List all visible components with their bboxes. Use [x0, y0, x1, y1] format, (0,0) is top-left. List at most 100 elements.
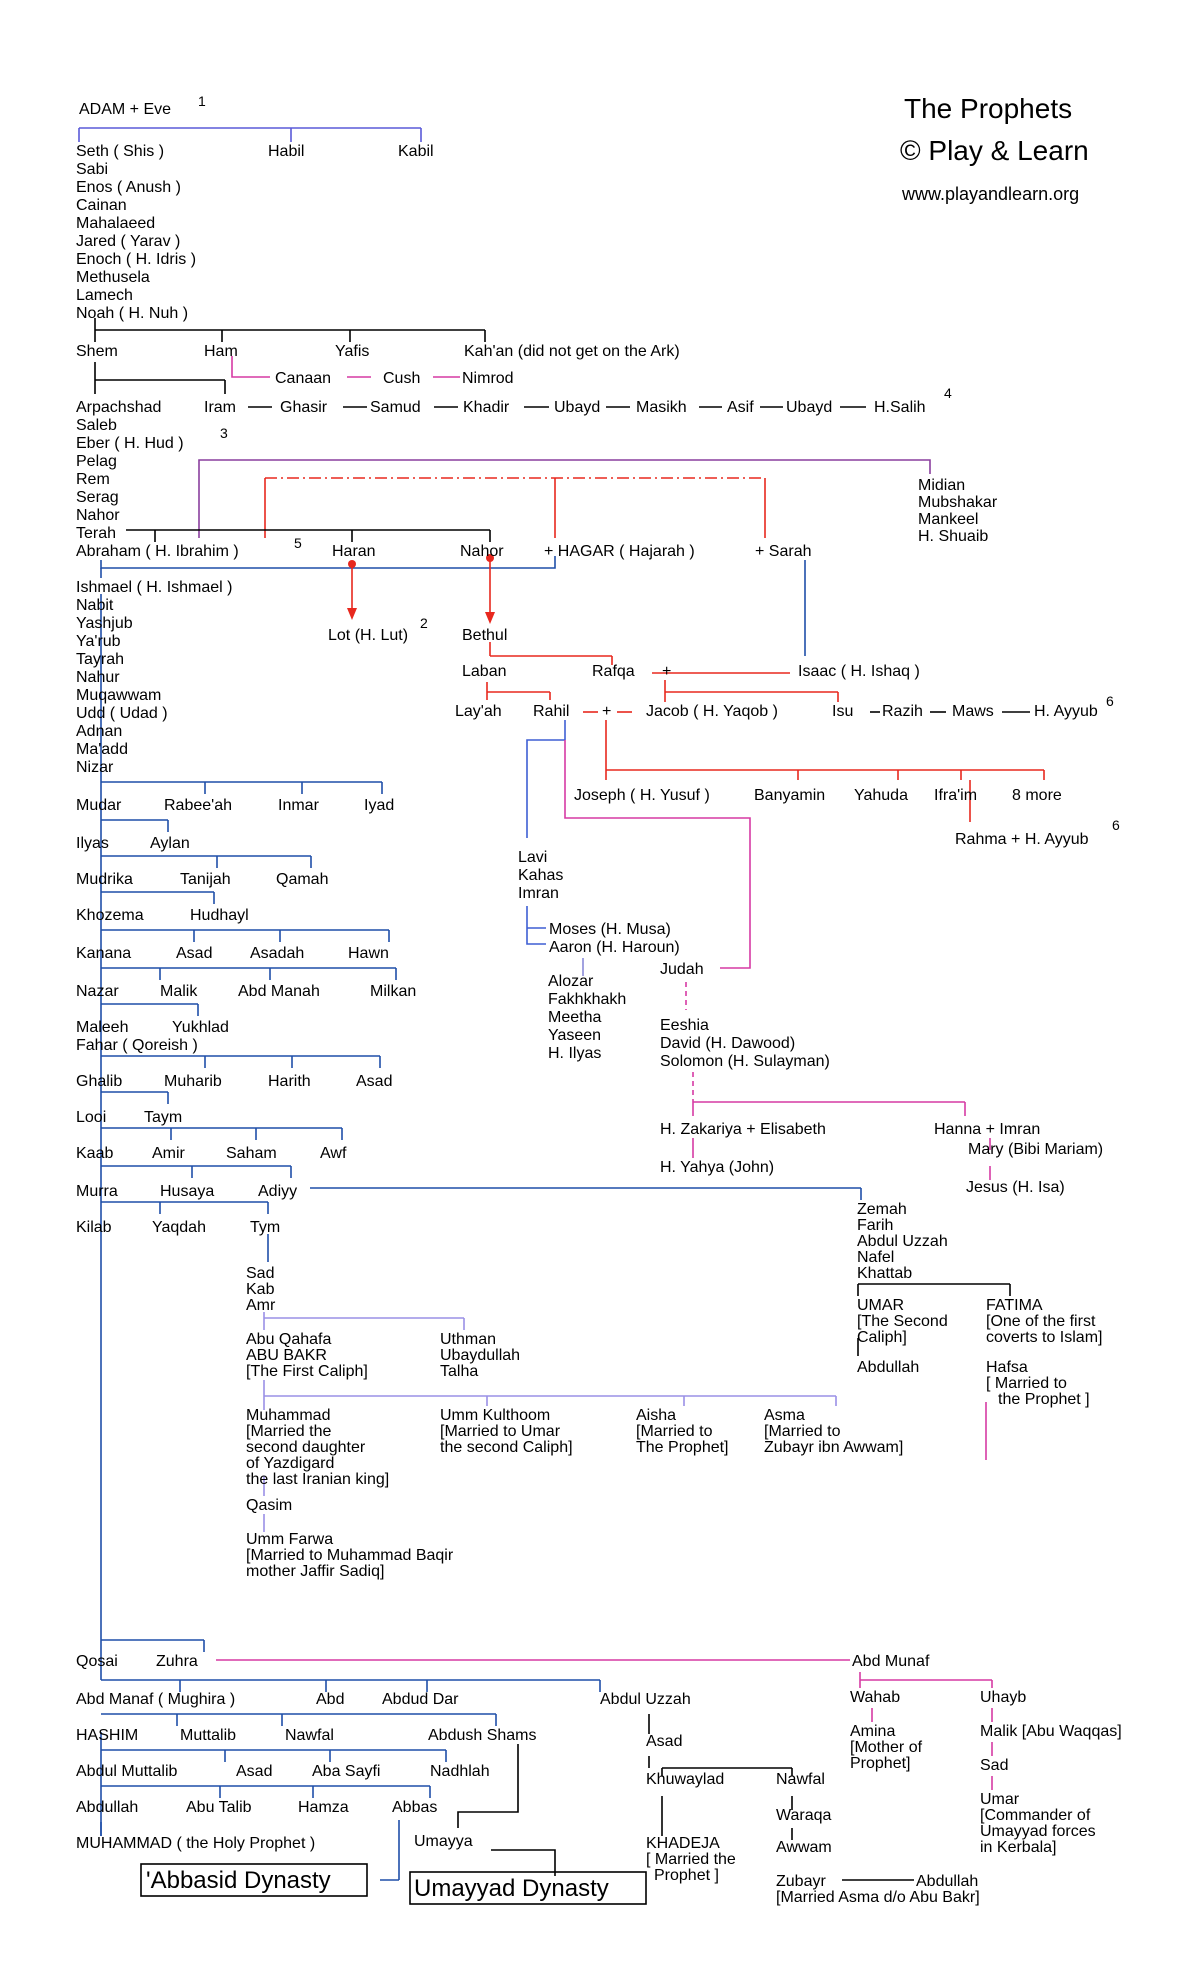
eeshia: Eeshia	[660, 1017, 709, 1034]
amina-note: Prophet]	[850, 1755, 910, 1772]
jacob: Jacob ( H. Yaqob )	[646, 703, 778, 720]
terah-children-bracket	[126, 529, 491, 542]
hafsa-note: [ Married to	[986, 1375, 1067, 1392]
tribe-name: Abd Manah	[238, 983, 320, 1000]
aisha-note: The Prophet]	[636, 1439, 729, 1456]
asma-note: [Married to	[764, 1423, 841, 1440]
hanna-imran: Hanna + Imran	[934, 1121, 1040, 1138]
iram-line-item: Ubayd	[786, 399, 832, 416]
jacob-judah-link	[564, 740, 751, 969]
shem: Shem	[76, 343, 118, 360]
laban: Laban	[462, 663, 507, 680]
canaan: Canaan	[275, 370, 331, 387]
shem-bracket	[94, 362, 226, 394]
aba-sayfi: Aba Sayfi	[312, 1763, 380, 1780]
zakariya-elisabeth: H. Zakariya + Elisabeth	[660, 1121, 826, 1138]
abdullah-father-of-prophet: Abdullah	[76, 1799, 138, 1816]
umar-line-item: Abdul Uzzah	[857, 1233, 948, 1250]
amina: Amina	[850, 1723, 895, 1740]
footnote-marker: 6	[1106, 693, 1114, 709]
umayyad-dynasty-label: Umayyad Dynasty	[414, 1875, 609, 1902]
aaron-descendant: Alozar	[548, 973, 594, 990]
sad-line-item: Amr	[246, 1297, 276, 1314]
muhammad-note: [Married the	[246, 1423, 331, 1440]
tribe-name: Tym	[250, 1219, 280, 1236]
ishmael-line-item: Adnan	[76, 723, 122, 740]
ishmael-line-item: Nahur	[76, 669, 120, 686]
hamza: Hamza	[298, 1799, 349, 1816]
rahma-ayyub: Rahma + H. Ayyub	[955, 831, 1089, 848]
muttalib: Muttalib	[180, 1727, 236, 1744]
h-ayyub: H. Ayyub	[1034, 703, 1098, 720]
tribe-name: Maleeh	[76, 1019, 128, 1036]
qosai: Qosai	[76, 1653, 118, 1670]
nadhlah: Nadhlah	[430, 1763, 490, 1780]
malik-abu-waqqas: Malik [Abu Waqqas]	[980, 1723, 1122, 1740]
muhammad-son-of-abu-bakr: Muhammad	[246, 1407, 330, 1424]
abbas: Abbas	[392, 1799, 437, 1816]
aisha: Aisha	[636, 1407, 676, 1424]
hashim: HASHIM	[76, 1727, 138, 1744]
yafis: Yafis	[335, 343, 369, 360]
judah: Judah	[660, 961, 704, 978]
khadeja-note: Prophet ]	[654, 1867, 719, 1884]
david: David (H. Dawood)	[660, 1035, 795, 1052]
adam-descendant: Methusela	[76, 269, 150, 286]
uthman-line: Ubaydullah	[440, 1347, 520, 1364]
umar-son-of-sad-note: Umayyad forces	[980, 1823, 1096, 1840]
uhayb: Uhayb	[980, 1689, 1026, 1706]
abu-bakr-family-lines	[263, 1312, 837, 1532]
tribe-name: Muharib	[164, 1073, 222, 1090]
tribe-name: Amir	[152, 1145, 186, 1162]
isu-line-item: Razih	[882, 703, 923, 720]
umar-line-item: Zemah	[857, 1201, 907, 1218]
abu-talib: Abu Talib	[186, 1799, 252, 1816]
rahil: Rahil	[533, 703, 569, 720]
solomon-children-bracket	[692, 1101, 991, 1180]
bethul-children-bracket	[489, 642, 790, 674]
mary: Mary (Bibi Mariam)	[968, 1141, 1103, 1158]
tribe-name: Kanana	[76, 945, 131, 962]
waraqa: Waraqa	[776, 1807, 832, 1824]
marriage-plus: +	[602, 703, 611, 720]
iram-line-item: Asif	[727, 399, 754, 416]
ishmael-line-item: Ma'add	[76, 741, 128, 758]
tribe-name: Malik	[160, 983, 198, 1000]
adam-children-bracket	[78, 127, 422, 142]
tribe-name: Nazar	[76, 983, 119, 1000]
abd-munaf-zuhra: Abd Munaf	[852, 1653, 930, 1670]
levi-line-item: Kahas	[518, 867, 563, 884]
abdud-dar: Abdud Dar	[382, 1691, 459, 1708]
tribe-name: Murra	[76, 1183, 118, 1200]
shem-line-item: Arpachshad	[76, 399, 161, 416]
tribe-name: Mudar	[76, 797, 122, 814]
adam-descendant: Enoch ( H. Idris )	[76, 251, 196, 268]
abd: Abd	[316, 1691, 344, 1708]
kabil: Kabil	[398, 143, 434, 160]
jacob-sons-bracket	[605, 720, 1045, 822]
levi-line-item: Lavi	[518, 849, 547, 866]
zuhra: Zuhra	[156, 1653, 198, 1670]
cush: Cush	[383, 370, 420, 387]
noah-children-bracket	[94, 318, 486, 342]
umar: UMAR	[857, 1297, 904, 1314]
adam-descendant: Mahalaeed	[76, 215, 155, 232]
footnote-marker: 1	[198, 93, 206, 109]
umm-kulthoom: Umm Kulthoom	[440, 1407, 550, 1424]
tribe-name: Asadah	[250, 945, 304, 962]
tribe-name: Adiyy	[258, 1183, 297, 1200]
umm-farwa-note: [Married to Muhammad Baqir	[246, 1547, 454, 1564]
abbasid-dynasty-label: 'Abbasid Dynasty	[146, 1867, 331, 1894]
tribe-name: Ghalib	[76, 1073, 122, 1090]
abdush-shams: Abdush Shams	[428, 1727, 537, 1744]
muhammad-prophet: MUHAMMAD ( the Holy Prophet )	[76, 1835, 315, 1852]
adam-descendant: Lamech	[76, 287, 133, 304]
isaac-children-bracket	[583, 680, 839, 713]
umayya-links	[457, 1744, 556, 1876]
aaron-descendant: Yaseen	[548, 1027, 601, 1044]
hafsa: Hafsa	[986, 1359, 1028, 1376]
levi-line-item: Imran	[518, 885, 559, 902]
tribe-name: Yaqdah	[152, 1219, 206, 1236]
iram-line-item: Iram	[204, 399, 236, 416]
